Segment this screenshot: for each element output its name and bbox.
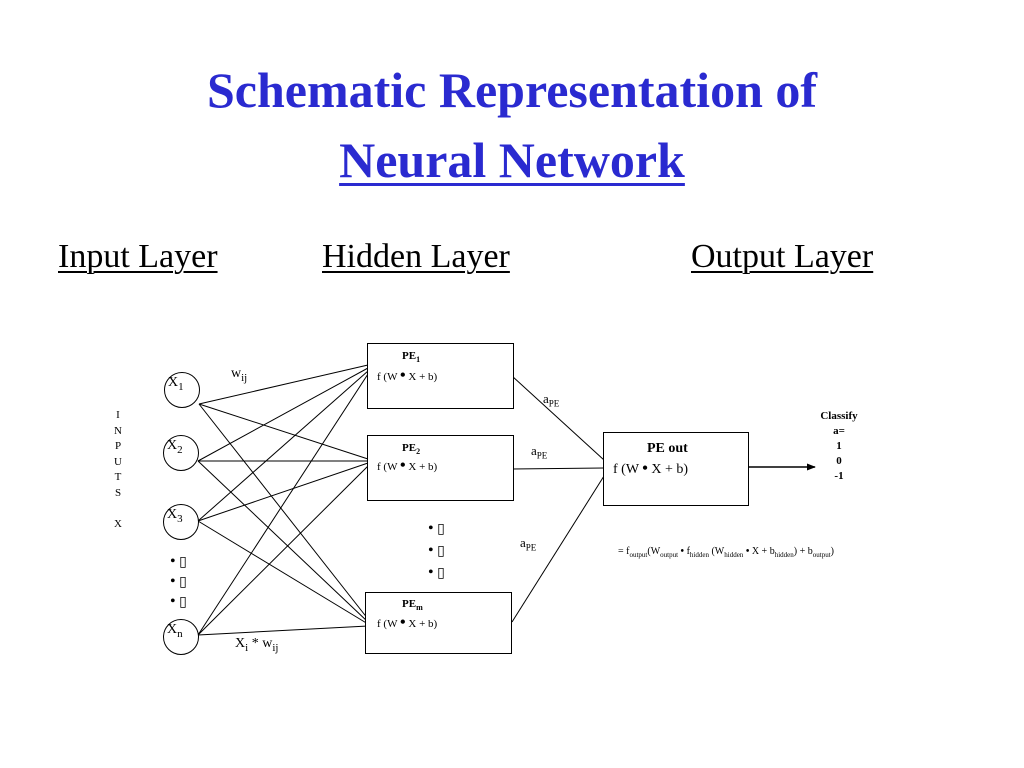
activation-label-1: aPE xyxy=(543,391,560,409)
hidden-node-pem xyxy=(365,592,512,654)
output-node xyxy=(603,432,749,506)
hidden-ellipsis-3: • ▯ xyxy=(428,564,445,581)
hidden-node-pem-name: PEm xyxy=(402,598,423,613)
edge-x3-pem xyxy=(197,520,369,625)
edge-x3-pe2 xyxy=(197,462,369,522)
activation-label-3: aPE xyxy=(520,535,537,553)
edge-pe2-out xyxy=(511,467,605,470)
hidden-node-pe2-name: PE2 xyxy=(402,442,421,457)
output-formula: = foutput(Woutput • fhidden (Whidden • X… xyxy=(618,546,834,559)
input-node-x2 xyxy=(163,435,199,471)
input-node-x1-label: X1 xyxy=(168,375,184,393)
input-node-x1 xyxy=(164,372,200,408)
hidden-node-pe1-name: PE1 xyxy=(402,350,421,365)
classify-0: 0 xyxy=(836,455,842,467)
weight-label: wij xyxy=(231,366,248,384)
edge-x1-pe2 xyxy=(198,403,369,460)
edge-pem-out xyxy=(511,475,605,623)
input-ellipsis-2: • ▯ xyxy=(170,573,187,590)
classify-a: a= xyxy=(833,425,845,437)
edge-pe1-out xyxy=(511,375,605,461)
input-ellipsis-3: • ▯ xyxy=(170,593,187,610)
hidden-node-pe2 xyxy=(367,435,514,501)
hidden-ellipsis-2: • ▯ xyxy=(428,542,445,559)
hidden-node-pe2-function: f (W • X + b) xyxy=(377,457,438,474)
product-label: Xi * wij xyxy=(235,636,279,654)
input-node-x3-label: X3 xyxy=(167,507,183,525)
input-node-xn-label: Xn xyxy=(167,622,183,640)
hidden-ellipsis-1: • ▯ xyxy=(428,520,445,537)
edge-x2-pem xyxy=(197,460,369,623)
edge-x3-pe1 xyxy=(197,370,369,522)
input-node-xn xyxy=(163,619,199,655)
classify-minus-1: -1 xyxy=(834,470,844,482)
edge-xn-pe1 xyxy=(197,373,369,636)
classify-title: Classify xyxy=(820,410,858,422)
hidden-layer-heading: Hidden Layer xyxy=(322,238,510,275)
classify-list: Classify a= 1 0 -1 xyxy=(815,409,863,484)
hidden-node-pe1-function: f (W • X + b) xyxy=(377,367,438,384)
title-network: Neural Network xyxy=(339,132,685,188)
title-line-2: Neural Network xyxy=(0,130,1024,190)
hidden-node-pem-function: f (W • X + b) xyxy=(377,614,438,631)
inputs-vertical-label: I N P U T S X xyxy=(114,409,122,530)
output-layer-heading: Output Layer xyxy=(691,238,874,275)
classify-1: 1 xyxy=(836,440,842,452)
input-ellipsis-1: • ▯ xyxy=(170,553,187,570)
output-node-function: f (W • X + b) xyxy=(613,460,689,477)
edge-xn-pe2 xyxy=(197,465,369,636)
output-node-name: PE out xyxy=(647,441,688,456)
edge-x1-pe1 xyxy=(198,364,369,405)
activation-label-2: aPE xyxy=(531,443,548,461)
input-node-x2-label: X2 xyxy=(167,438,183,456)
edge-x1-pem xyxy=(198,403,369,620)
title-line-1: Schematic Representation of xyxy=(206,62,818,118)
hidden-node-pe1 xyxy=(367,343,514,409)
input-node-x3 xyxy=(163,504,199,540)
edge-xn-pem xyxy=(197,625,369,636)
input-layer-heading: Input Layer xyxy=(58,238,218,275)
edge-x2-pe1 xyxy=(197,367,369,462)
